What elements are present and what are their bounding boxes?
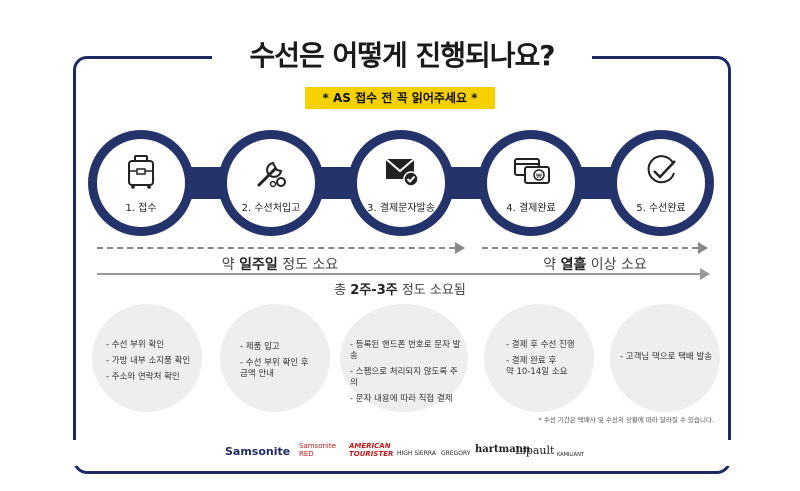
detail-item: - 주소와 연락처 확인	[106, 372, 180, 382]
step-label: 4. 결제완료	[506, 203, 556, 214]
detail-item: - 문자 내용에 따라 직접 결제	[350, 394, 453, 404]
step-repair-done: 5. 수선완료	[608, 130, 714, 236]
duration-total-prefix: 총	[334, 283, 351, 298]
card-payment-icon: ₩	[514, 158, 550, 184]
detail-item: - 결제 후 수선 진행	[506, 340, 575, 350]
detail-item: - 결제 완료 후 약 10-14일 소요	[506, 356, 568, 377]
duration-first-suffix: 정도 소요	[277, 257, 339, 273]
step-receipt: 1. 접수	[88, 130, 194, 236]
step-payment-done: ₩ 4. 결제완료	[478, 130, 584, 236]
brand-kamiliant: KAMILIANT	[557, 452, 584, 458]
brand-samsonite: Samsonite	[225, 445, 291, 458]
detail-bubble-receipt: - 수선 부위 확인 - 가방 내부 소지품 확인 - 주소와 연락처 확인	[92, 304, 202, 412]
notice-banner: * AS 접수 전 꼭 읽어주세요 *	[305, 87, 495, 109]
duration-total-suffix: 정도 소요됨	[397, 283, 466, 298]
title-wrap: 수선은 어떻게 진행되나요?	[212, 34, 592, 78]
total-arrow-line	[97, 273, 707, 275]
detail-list: - 결제 후 수선 진행 - 결제 완료 후 약 10-14일 소요	[506, 340, 588, 383]
brand-bar: Samsonite Samsonite RED AMERICAN TOURIST…	[73, 440, 731, 466]
detail-item: - 가방 내부 소지품 확인	[106, 356, 191, 366]
step-label: 3. 결제문자발송	[367, 203, 435, 214]
detail-list: - 수선 부위 확인 - 가방 내부 소지품 확인 - 주소와 연락처 확인	[106, 340, 196, 388]
detail-bubble-shipping: - 고객님 댁으로 택배 발송	[610, 304, 720, 412]
step-label: 1. 접수	[125, 203, 157, 214]
step-payment-sms: 3. 결제문자발송	[348, 130, 454, 236]
detail-list: - 등록된 핸드폰 번호로 문자 발송 - 스팸으로 처리되지 않도록 주의 -…	[350, 340, 462, 410]
brand-gregory: GREGORY	[441, 450, 471, 457]
duration-first: 약 일주일 정도 소요	[190, 254, 370, 274]
process-chain: 1. 접수 2. 수선처입고 3. 결제문자발송	[88, 130, 714, 236]
step-label: 5. 수선완료	[636, 203, 686, 214]
detail-item: - 등록된 핸드폰 번호로 문자 발송	[350, 340, 461, 361]
detail-bubble-payment: - 결제 후 수선 진행 - 결제 완료 후 약 10-14일 소요	[484, 304, 594, 412]
page-title: 수선은 어떻게 진행되나요?	[249, 39, 555, 72]
duration-second-prefix: 약	[543, 257, 561, 273]
detail-item: - 수선 부위 확인 후 금액 안내	[240, 358, 309, 379]
duration-first-bold: 일주일	[239, 257, 278, 273]
step-repair-intake: 2. 수선처입고	[218, 130, 324, 236]
brand-lipault: Lipault	[515, 444, 555, 457]
detail-bubble-intake: - 제품 입고 - 수선 부위 확인 후 금액 안내	[220, 304, 330, 412]
wrench-gears-icon	[257, 161, 286, 188]
step-label: 2. 수선처입고	[241, 203, 301, 214]
duration-first-prefix: 약	[221, 257, 240, 273]
envelope-check-icon	[385, 158, 419, 187]
total-arrow-head	[700, 268, 710, 280]
detail-bubble-sms: - 등록된 핸드폰 번호로 문자 발송 - 스팸으로 처리되지 않도록 주의 -…	[340, 304, 468, 412]
duration-arrow-first	[97, 240, 465, 256]
detail-item: - 제품 입고	[240, 342, 280, 352]
detail-item: - 스팸으로 처리되지 않도록 주의	[350, 367, 458, 388]
detail-list: - 고객님 댁으로 택배 발송	[620, 352, 714, 368]
brand-samsonite-red: Samsonite RED	[299, 442, 336, 458]
duration-total-bold: 2주-3주	[350, 283, 398, 298]
duration-arrow-second	[482, 240, 708, 256]
suitcase-icon	[128, 155, 154, 189]
detail-list: - 제품 입고 - 수선 부위 확인 후 금액 안내	[240, 342, 324, 385]
duration-total: 총 2주-3주 정도 소요됨	[0, 279, 800, 298]
brand-high-sierra: HIGH SIERRA	[397, 450, 436, 457]
detail-item: - 수선 부위 확인	[106, 340, 165, 350]
checkmark-icon	[647, 155, 676, 184]
detail-item: - 고객님 댁으로 택배 발송	[620, 352, 713, 362]
svg-text:₩: ₩	[536, 173, 542, 180]
duration-second: 약 열흘 이상 소요	[505, 254, 685, 274]
duration-second-suffix: 이상 소요	[586, 257, 647, 273]
brand-hartmann: hartmann	[475, 444, 531, 455]
footnote: * 수선 기간은 택배사 및 수선처 상황에 따라 달라질 수 있습니다.	[538, 416, 714, 424]
brand-american-tourister: AMERICAN TOURISTER	[349, 442, 394, 458]
duration-second-bold: 열흘	[560, 257, 587, 273]
